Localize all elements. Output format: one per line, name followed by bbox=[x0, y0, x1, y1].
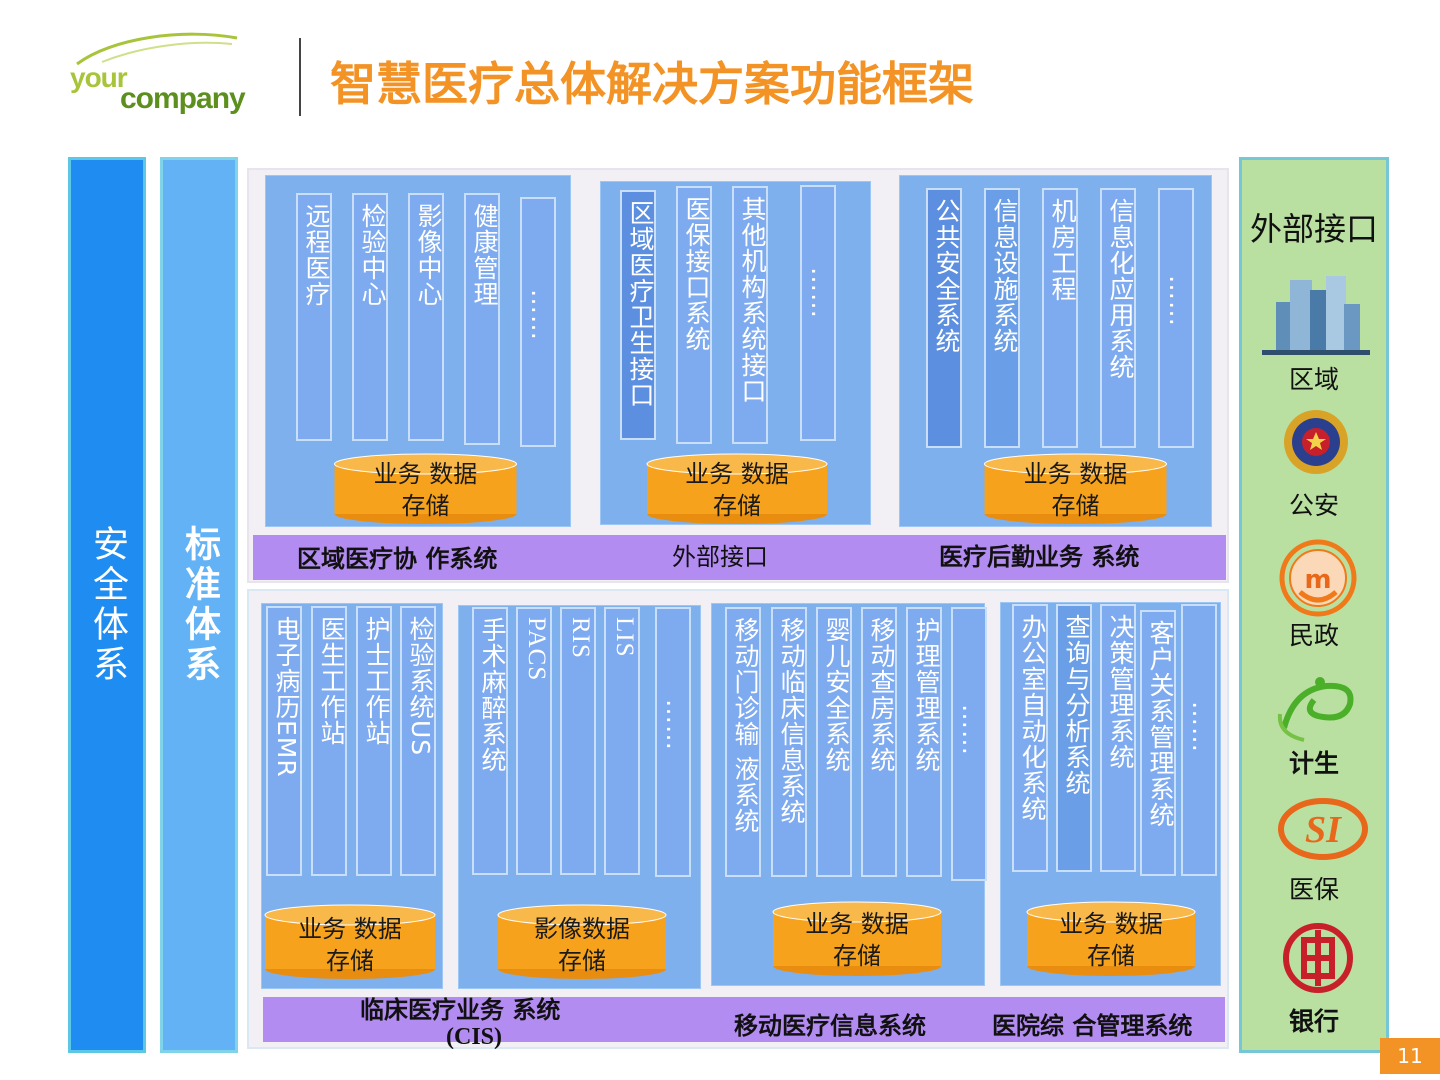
system-bar: PACS bbox=[516, 607, 552, 875]
civil-affairs-icon: m bbox=[1278, 538, 1358, 622]
system-bar: 办公室自动化系统 bbox=[1012, 604, 1048, 872]
system-bar: 电子病历EMR bbox=[266, 606, 302, 876]
system-bar: 健康管理 bbox=[464, 193, 500, 445]
top-system-label-bar: 区域医疗协 作系统 外部接口 医疗后勤业务 系统 bbox=[253, 535, 1226, 580]
system-bar: 医生工作站 bbox=[311, 606, 347, 876]
system-bar: 其他机构系统接口 bbox=[732, 186, 768, 444]
system-bar-ellipsis: …… bbox=[1158, 188, 1194, 448]
system-bar: 移动查房系统 bbox=[861, 607, 897, 877]
system-bar: 影像中心 bbox=[408, 193, 444, 441]
system-bar: 公共安全系统 bbox=[926, 188, 962, 448]
header-divider bbox=[299, 38, 301, 116]
system-bar: 客户关系管理系统 bbox=[1140, 610, 1176, 876]
system-bar: LIS bbox=[604, 607, 640, 875]
svg-text:m: m bbox=[1304, 565, 1331, 595]
system-bar: 护理管理系统 bbox=[906, 607, 942, 877]
system-label-external-interface: 外部接口 bbox=[672, 543, 768, 571]
system-label-regional-collab: 区域医疗协 作系统 bbox=[297, 545, 498, 573]
data-storage-cylinder: 业务 数据存储 bbox=[772, 900, 942, 978]
image-storage-cylinder: 影像数据存储 bbox=[497, 903, 667, 981]
data-storage-cylinder: 业务 数据存储 bbox=[264, 903, 436, 981]
system-bar-ellipsis: …… bbox=[951, 607, 987, 881]
bottom-system-label-bar bbox=[263, 997, 1225, 1042]
external-item-label: 银行 bbox=[1288, 1007, 1339, 1036]
logo-text-company: company bbox=[120, 82, 246, 115]
system-bar: 信息化应用系统 bbox=[1100, 188, 1136, 448]
system-label-cis: (CIS) bbox=[446, 1024, 503, 1050]
system-bar: 查询与分析系统 bbox=[1056, 604, 1092, 872]
system-bar: 检验中心 bbox=[352, 193, 388, 441]
external-item-label: 医保 bbox=[1288, 875, 1339, 904]
system-bar-ellipsis: …… bbox=[1181, 604, 1217, 876]
system-label-mobile: 移动医疗信息系统 bbox=[734, 1012, 926, 1040]
system-bar: 护士工作站 bbox=[356, 606, 392, 876]
system-bar: 手术麻醉系统 bbox=[472, 607, 508, 875]
system-bar: 检验系统US bbox=[400, 606, 436, 876]
external-item-label: 民政 bbox=[1288, 621, 1339, 650]
system-bar: 移动门诊输 液系统 bbox=[725, 607, 761, 877]
system-bar: 机房工程 bbox=[1042, 188, 1078, 448]
system-bar-ellipsis: …… bbox=[520, 197, 556, 447]
page-title: 智慧医疗总体解决方案功能框架 bbox=[330, 57, 974, 111]
security-system-column: 安全体系 bbox=[68, 157, 146, 1053]
buildings-icon bbox=[1256, 272, 1372, 362]
external-item-label: 公安 bbox=[1288, 491, 1339, 520]
standard-system-column: 标准体系 bbox=[160, 157, 238, 1053]
data-storage-cylinder: 业务 数据存储 bbox=[1026, 900, 1196, 978]
system-bar: 信息设施系统 bbox=[984, 188, 1020, 448]
data-storage-cylinder: 业务 数据存储 bbox=[983, 452, 1168, 526]
security-system-label: 安全体系 bbox=[87, 525, 128, 685]
data-storage-cylinder: 业务 数据存储 bbox=[333, 452, 518, 526]
system-bar: 区域医疗卫生接口 bbox=[620, 190, 656, 440]
system-label-logistics: 医疗后勤业务 系统 bbox=[939, 543, 1140, 571]
external-item-label: 计生 bbox=[1288, 749, 1339, 778]
system-label-clinical: 临床医疗业务 系统 bbox=[360, 996, 561, 1024]
system-bar: 医保接口系统 bbox=[676, 186, 712, 444]
system-bar: RIS bbox=[560, 607, 596, 875]
page-number: 11 bbox=[1380, 1038, 1440, 1074]
svg-text:SI: SI bbox=[1305, 809, 1342, 851]
logo-text-your: your bbox=[70, 62, 128, 93]
system-bar: 移动临床信息系统 bbox=[771, 607, 807, 877]
social-insurance-icon: SI bbox=[1276, 794, 1370, 868]
system-label-hospital-management: 医院综 合管理系统 bbox=[992, 1012, 1193, 1040]
system-bar: 远程医疗 bbox=[296, 193, 332, 441]
bank-icon bbox=[1282, 922, 1354, 998]
system-bar-ellipsis: …… bbox=[655, 607, 691, 877]
standard-system-label: 标准体系 bbox=[179, 525, 220, 685]
data-storage-cylinder: 业务 数据存储 bbox=[646, 452, 828, 526]
external-interface-column: 外部接口 区域 公安 m 民政 bbox=[1239, 157, 1389, 1053]
external-interface-title: 外部接口 bbox=[1249, 210, 1378, 248]
logo-swoosh bbox=[72, 28, 242, 72]
family-planning-icon bbox=[1274, 670, 1364, 750]
police-emblem-icon bbox=[1280, 406, 1352, 482]
external-item-label: 区域 bbox=[1288, 365, 1339, 394]
system-bar: 决策管理系统 bbox=[1100, 604, 1136, 872]
system-bar: 婴儿安全系统 bbox=[816, 607, 852, 877]
system-bar-ellipsis: …… bbox=[800, 185, 836, 441]
